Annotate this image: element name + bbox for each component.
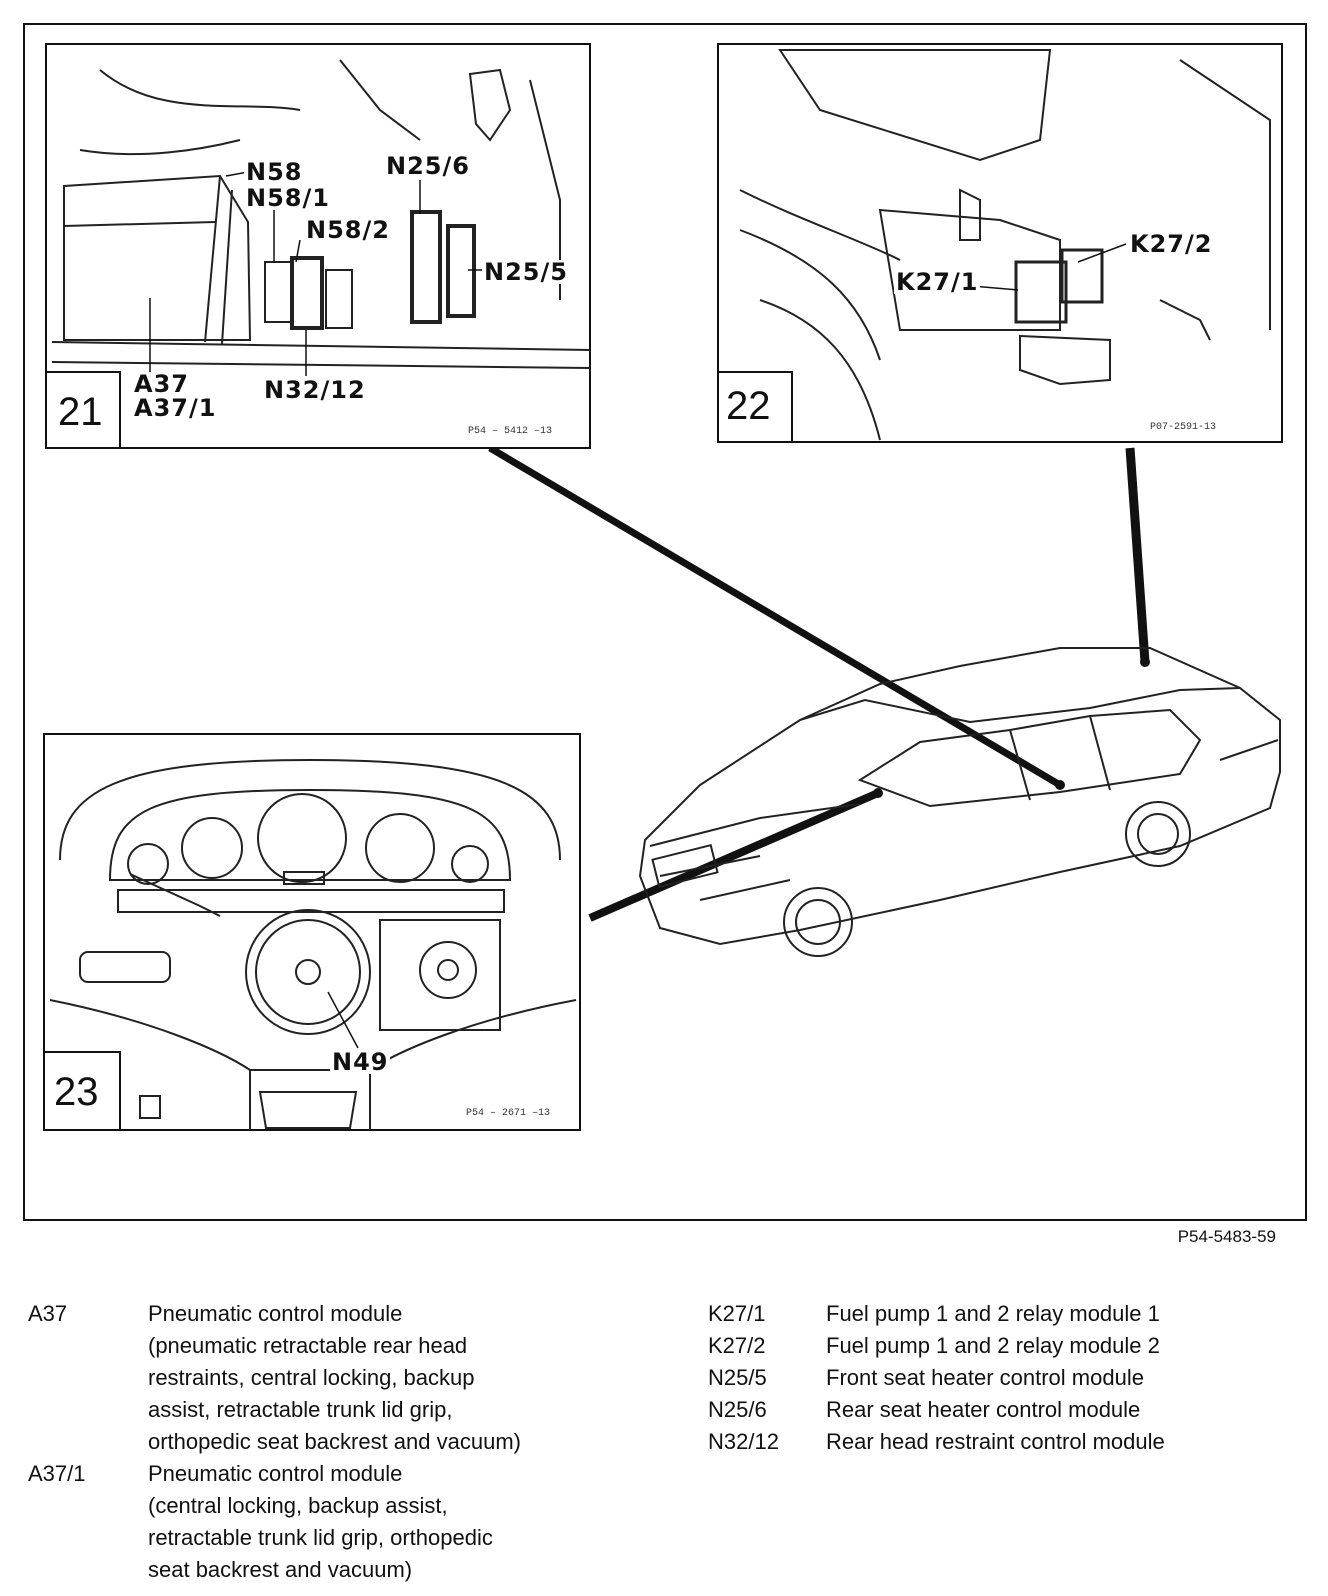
legend-code: N25/5 — [708, 1365, 767, 1390]
panel-number-22: 22 — [726, 384, 771, 428]
label-n32-12: N32/12 — [262, 376, 368, 404]
legend-code: N25/6 — [708, 1397, 767, 1422]
legend-description: Front seat heater control module — [826, 1365, 1144, 1390]
legend-row-a37: A37 Pneumatic control module (pneumatic … — [28, 1298, 648, 1458]
marker-dot-21 — [1055, 780, 1065, 790]
leader-line-23 — [588, 789, 880, 922]
legend-row-a37-1: A37/1 Pneumatic control module (central … — [28, 1458, 648, 1586]
label-n49: N49 — [330, 1048, 391, 1076]
label-n58-2: N58/2 — [304, 216, 392, 244]
legend-code: A37/1 — [28, 1461, 86, 1486]
label-n58: N58 — [244, 158, 305, 186]
panel-number-23: 23 — [54, 1070, 99, 1114]
leader-line-21 — [488, 444, 1062, 789]
legend-code: K27/2 — [708, 1333, 766, 1358]
legend-description: Rear seat heater control module — [826, 1397, 1141, 1422]
legend-description: Fuel pump 1 and 2 relay module 1 — [826, 1301, 1160, 1326]
panel-23-illustration — [49, 758, 577, 1130]
legend-row-n25-6: N25/6 Rear seat heater control module — [708, 1394, 1308, 1426]
legend-code: A37 — [28, 1301, 68, 1326]
legend-row-n25-5: N25/5 Front seat heater control module — [708, 1362, 1308, 1394]
label-n25-5: N25/5 — [482, 258, 570, 286]
legend-description: Rear head restraint control module — [826, 1429, 1165, 1454]
legend-right: K27/1 Fuel pump 1 and 2 relay module 1 K… — [708, 1298, 1308, 1458]
legend-description: Pneumatic control module (pneumatic retr… — [148, 1301, 521, 1454]
panel-code-21: P54 – 5412 –13 — [468, 426, 553, 437]
legend-row-n32-12: N32/12 Rear head restraint control modul… — [708, 1426, 1308, 1458]
legend-description: Fuel pump 1 and 2 relay module 2 — [826, 1333, 1160, 1358]
panel-22-illustration — [739, 49, 1271, 441]
leader-line-22 — [1125, 447, 1150, 663]
figure-code: P54-5483-59 — [1177, 1227, 1276, 1246]
legend-row-k27-1: K27/1 Fuel pump 1 and 2 relay module 1 — [708, 1298, 1308, 1330]
label-n58-1: N58/1 — [244, 184, 332, 212]
legend-code: N32/12 — [708, 1429, 779, 1454]
label-a37-1: A37/1 — [132, 394, 219, 422]
marker-dot-22 — [1140, 657, 1150, 667]
panel-code-22: P07-2591-13 — [1150, 422, 1217, 433]
legend-description: Pneumatic control module (central lockin… — [148, 1461, 493, 1582]
legend-left: A37 Pneumatic control module (pneumatic … — [28, 1298, 648, 1586]
label-n25-6: N25/6 — [384, 152, 472, 180]
legend-code: K27/1 — [708, 1301, 766, 1326]
panel-number-21: 21 — [58, 390, 103, 434]
panel-code-23: P54 – 2671 –13 — [466, 1108, 551, 1119]
legend-row-k27-2: K27/2 Fuel pump 1 and 2 relay module 2 — [708, 1330, 1308, 1362]
car-illustration — [638, 647, 1281, 957]
label-k27-1: K27/1 — [894, 268, 981, 296]
panel-23 — [43, 733, 581, 1131]
marker-dot-23 — [873, 788, 883, 798]
figure-frame — [23, 23, 1307, 1221]
label-a37: A37 — [132, 370, 191, 398]
label-k27-2: K27/2 — [1128, 230, 1215, 258]
